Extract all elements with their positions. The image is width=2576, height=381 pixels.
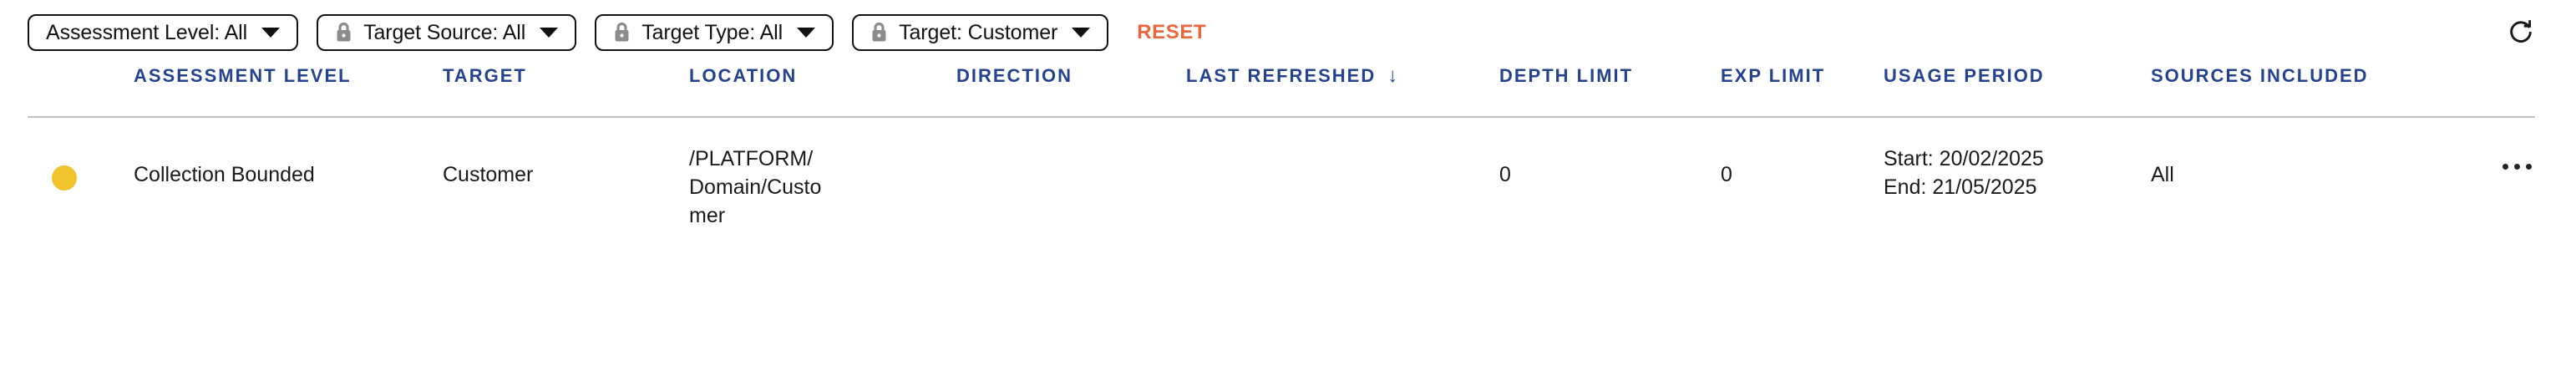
ellipsis-icon bbox=[2502, 164, 2508, 170]
table-header-row: ASSESSMENT LEVEL TARGET LOCATION DIRECTI… bbox=[0, 65, 2576, 118]
cell-assessment-level: Collection Bounded bbox=[134, 163, 315, 186]
filter-chip-label: Target Source: All bbox=[363, 20, 526, 44]
reset-button[interactable]: RESET bbox=[1137, 21, 1207, 43]
sort-descending-icon: ↓ bbox=[1387, 64, 1398, 87]
cell-usage-period: Start: 20/02/2025 End: 21/05/2025 bbox=[1884, 145, 2044, 201]
header-divider bbox=[28, 116, 2535, 118]
refresh-icon bbox=[2507, 18, 2535, 48]
lock-icon bbox=[613, 22, 631, 43]
column-header-label: EXP LIMIT bbox=[1721, 65, 1826, 86]
column-header-direction[interactable]: DIRECTION bbox=[956, 65, 1072, 87]
column-header-label: LAST REFRESHED bbox=[1186, 65, 1377, 86]
cell-sources-included: All bbox=[2151, 163, 2174, 186]
column-header-sources-included[interactable]: SOURCES INCLUDED bbox=[2151, 65, 2369, 87]
cell-location: /PLATFORM/Domain/Customer bbox=[689, 147, 822, 227]
assessments-table: ASSESSMENT LEVEL TARGET LOCATION DIRECTI… bbox=[0, 65, 2576, 227]
table-row[interactable]: Collection Bounded Customer /PLATFORM/Do… bbox=[0, 117, 2576, 227]
filter-chip-target-source[interactable]: Target Source: All bbox=[317, 14, 577, 51]
refresh-button[interactable] bbox=[2504, 16, 2538, 49]
column-header-label: DIRECTION bbox=[956, 65, 1072, 86]
filter-chip-label: Assessment Level: All bbox=[46, 20, 248, 44]
filter-chip-target[interactable]: Target: Customer bbox=[852, 14, 1109, 51]
chevron-down-icon bbox=[261, 28, 281, 38]
column-header-label: LOCATION bbox=[689, 65, 798, 86]
filter-chip-assessment-level[interactable]: Assessment Level: All bbox=[28, 14, 299, 51]
usage-period-start: Start: 20/02/2025 bbox=[1884, 147, 2044, 170]
ellipsis-icon bbox=[2526, 164, 2532, 170]
chevron-down-icon bbox=[797, 28, 816, 38]
row-overflow-menu-button[interactable] bbox=[2499, 160, 2535, 173]
chevron-down-icon bbox=[540, 28, 559, 38]
column-header-exp-limit[interactable]: EXP LIMIT bbox=[1721, 65, 1825, 87]
column-header-assessment-level[interactable]: ASSESSMENT LEVEL bbox=[134, 65, 352, 87]
cell-depth-limit: 0 bbox=[1499, 163, 1511, 186]
column-header-depth-limit[interactable]: DEPTH LIMIT bbox=[1499, 65, 1633, 87]
column-header-location[interactable]: LOCATION bbox=[689, 65, 797, 87]
filter-bar: Assessment Level: All Target Source: All… bbox=[0, 0, 2576, 65]
column-header-usage-period[interactable]: USAGE PERIOD bbox=[1884, 65, 2045, 87]
filter-chip-label: Target Type: All bbox=[641, 20, 783, 44]
column-header-label: USAGE PERIOD bbox=[1884, 65, 2045, 86]
column-header-last-refreshed[interactable]: LAST REFRESHED ↓ bbox=[1186, 65, 1397, 87]
column-header-label: DEPTH LIMIT bbox=[1499, 65, 1634, 86]
cell-target: Customer bbox=[443, 163, 534, 186]
column-header-label: TARGET bbox=[443, 65, 527, 86]
lock-icon bbox=[335, 22, 352, 43]
status-indicator-dot bbox=[52, 165, 77, 190]
column-header-label: SOURCES INCLUDED bbox=[2151, 65, 2369, 86]
filter-chip-target-type[interactable]: Target Type: All bbox=[595, 14, 834, 51]
column-header-label: ASSESSMENT LEVEL bbox=[134, 65, 352, 86]
ellipsis-icon bbox=[2514, 164, 2520, 170]
lock-icon bbox=[870, 22, 888, 43]
cell-exp-limit: 0 bbox=[1721, 163, 1732, 186]
usage-period-end: End: 21/05/2025 bbox=[1884, 175, 2037, 199]
filter-chip-label: Target: Customer bbox=[899, 20, 1058, 44]
chevron-down-icon bbox=[1072, 28, 1091, 38]
column-header-target[interactable]: TARGET bbox=[443, 65, 527, 87]
